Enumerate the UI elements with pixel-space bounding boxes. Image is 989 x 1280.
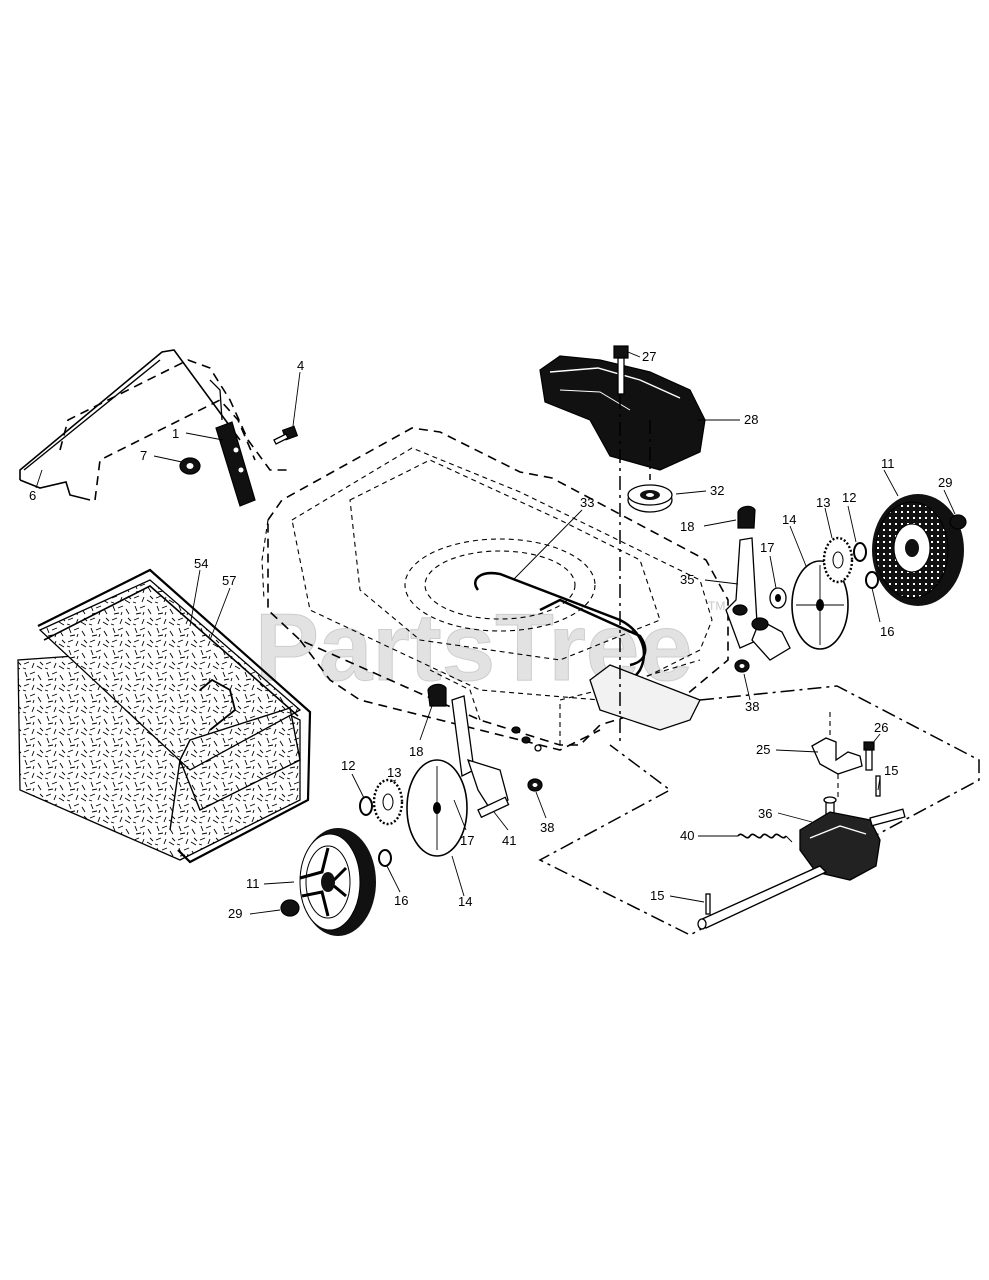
wheel-11-right [872,494,964,606]
callout-16-left: 16 [394,893,408,908]
wheel-11-left [299,828,376,936]
callout-27: 27 [642,349,656,364]
nut-38-right [734,659,750,673]
callout-29-left: 29 [228,906,242,921]
screws-left [511,726,542,752]
hubcap-14-left [406,759,468,857]
pulley-32 [627,484,673,513]
spring-40 [732,833,793,843]
callout-32: 32 [710,483,724,498]
nut-7 [179,457,201,475]
nut-29-left [280,899,300,917]
callout-11-right: 11 [881,456,895,471]
callout-6: 6 [29,488,36,503]
washer-12-right [853,542,867,562]
pin-15-bottom [705,893,711,915]
callout-15-bottom: 15 [650,888,664,903]
callout-54: 54 [194,556,208,571]
callout-36: 36 [758,806,772,821]
callout-12-left: 12 [341,758,355,773]
callout-4: 4 [297,358,304,373]
handle-assembly [19,349,290,501]
bolt-26 [863,741,875,771]
callout-18-right: 18 [680,519,694,534]
callout-40: 40 [680,828,694,843]
transmission-36 [799,796,906,881]
callout-57: 57 [222,573,236,588]
handle-bracket [209,379,256,507]
height-adjuster-right [725,505,791,661]
callout-26: 26 [874,720,888,735]
spacer-17-right [769,587,787,609]
leader-lines [35,351,956,915]
mower-deck [261,427,729,751]
callout-14-left: 14 [458,894,472,909]
height-adjuster-left [427,683,510,819]
callout-12-right: 12 [842,490,856,505]
grass-bag [17,568,312,864]
transmission-box [538,685,980,936]
watermark-trademark: TM [708,599,725,613]
belt-guide [589,664,701,731]
callout-41: 41 [502,833,516,848]
washer-16-right [865,571,879,589]
hubcap-14-right [791,560,849,650]
callout-33: 33 [580,495,594,510]
nut-29-right [949,514,967,530]
callout-13-right: 13 [816,495,830,510]
callout-38-left: 38 [540,820,554,835]
callout-16-right: 16 [880,624,894,639]
callout-13-left: 13 [387,765,401,780]
nut-38-left [527,778,543,792]
callout-15-top: 15 [884,763,898,778]
bracket-25 [811,712,863,800]
bolt-4 [273,425,299,445]
washer-12-left [359,796,373,816]
bolt-27 [613,345,629,395]
callout-35: 35 [680,572,694,587]
callout-25: 25 [756,742,770,757]
callout-28: 28 [744,412,758,427]
callout-17-right: 17 [760,540,774,555]
callout-38-right: 38 [745,699,759,714]
callout-14-right: 14 [782,512,796,527]
callout-17-left: 17 [460,833,474,848]
pin-15-top [875,775,881,797]
callout-18-left: 18 [409,744,423,759]
drive-axle [697,865,828,930]
callout-1: 1 [172,426,179,441]
gear-13-left [372,778,404,826]
callout-7: 7 [140,448,147,463]
callout-labels: 27 28 4 1 7 6 11 29 32 33 18 13 12 14 17… [29,349,952,921]
gear-13-right [822,536,854,584]
washer-16-left [378,849,392,867]
callout-11-left: 11 [246,876,260,891]
callout-29-right: 29 [938,475,952,490]
